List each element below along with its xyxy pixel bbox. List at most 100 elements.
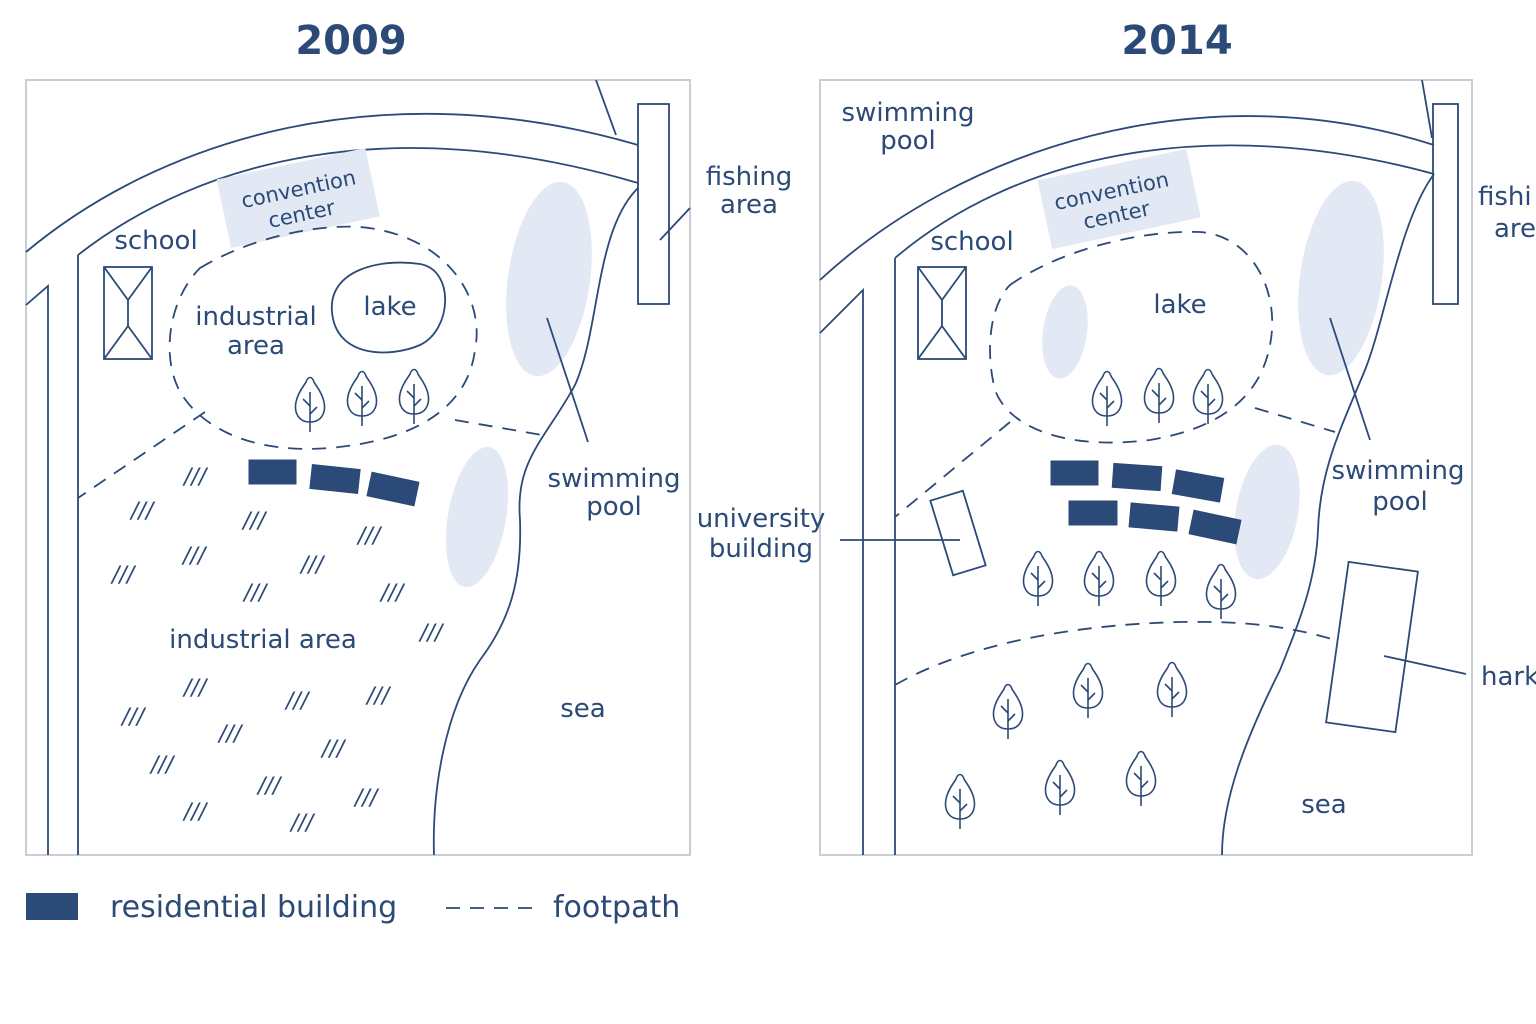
convention-center	[1037, 148, 1201, 250]
residential-building	[1171, 469, 1225, 503]
swimming-pool-lake-area	[1042, 285, 1088, 379]
tree-icon	[1143, 367, 1175, 424]
svg-text:///: ///	[129, 499, 156, 524]
harbour	[1325, 560, 1419, 734]
swimming-pool-south	[445, 446, 509, 588]
svg-text:///: ///	[181, 544, 208, 569]
school-label: school	[114, 226, 197, 256]
tree-icon	[398, 368, 430, 425]
footpath-west	[894, 421, 1011, 518]
svg-text:///: ///	[356, 524, 383, 549]
residential-building	[1111, 462, 1163, 492]
tree-icon	[1083, 550, 1115, 607]
legend-residential-swatch	[26, 893, 78, 920]
fishing-area-pier	[637, 103, 670, 305]
school-building	[103, 266, 153, 360]
industrial-area-label: industrial	[195, 302, 317, 332]
svg-text:///: ///	[289, 811, 316, 836]
residential-building	[366, 471, 420, 507]
svg-text:///: ///	[418, 621, 445, 646]
svg-text:///: ///	[242, 581, 269, 606]
map-2014-year: 2014	[1121, 18, 1232, 64]
residential-building	[248, 459, 297, 485]
residential-building	[1128, 502, 1180, 532]
fishing-area-pier	[1432, 103, 1459, 305]
road-network	[819, 79, 1435, 855]
svg-text:///: ///	[182, 800, 209, 825]
svg-text:///: ///	[217, 722, 244, 747]
swimming-pool-north	[506, 181, 592, 377]
svg-text:///: ///	[284, 689, 311, 714]
tree-icon	[1022, 550, 1054, 607]
harbour-label: hark	[1481, 662, 1536, 692]
tree-icon	[1156, 661, 1188, 718]
swimming-pool-label-2: pool	[586, 492, 642, 522]
legend: residential building footpath	[26, 890, 680, 925]
footpath-loop	[989, 230, 1274, 444]
svg-text:///: ///	[120, 705, 147, 730]
sea-label: sea	[560, 694, 605, 724]
svg-text:///: ///	[320, 737, 347, 762]
svg-text:///: ///	[299, 553, 326, 578]
tree-icon	[1145, 550, 1177, 607]
tree-icon	[1044, 759, 1076, 816]
convention-center	[216, 147, 380, 249]
tree-icon	[294, 376, 326, 433]
lake	[331, 261, 447, 354]
svg-text:///: ///	[365, 684, 392, 709]
map-2009-frame	[25, 79, 691, 856]
footpath-loop	[168, 225, 478, 450]
tree-icon	[1205, 563, 1237, 620]
svg-text:///: ///	[241, 509, 268, 534]
harbour-leader	[1383, 655, 1467, 675]
pool-leader	[546, 317, 589, 443]
svg-text:///: ///	[256, 774, 283, 799]
map-2014-frame	[819, 79, 1473, 856]
residential-building	[1050, 460, 1099, 486]
svg-text:///: ///	[182, 676, 209, 701]
pool-leader	[1329, 317, 1371, 441]
lake-label: lake	[363, 292, 416, 322]
coastline	[1221, 173, 1435, 856]
footpath-west	[77, 411, 206, 499]
tree-icon	[944, 773, 976, 830]
map-2009-year: 2009	[295, 18, 406, 64]
swimming-pool-label: swimming	[548, 464, 681, 494]
fishing-area-label-2: are	[1494, 214, 1536, 244]
university-building-label: university	[697, 504, 826, 534]
svg-text:///: ///	[149, 753, 176, 778]
swimming-pool-label: swimming	[1332, 456, 1465, 486]
swimming-pool-south	[1234, 444, 1300, 580]
tree-icon	[1072, 662, 1104, 719]
tree-icon	[992, 683, 1024, 740]
fishing-area-label-2: area	[720, 190, 778, 220]
swimming-pool-top-label: swimming	[842, 98, 975, 128]
map-2009: 2009 fishing area swimming pool conventi…	[25, 18, 793, 856]
swimming-pool-top-label-2: pool	[880, 126, 936, 156]
coastline	[432, 187, 639, 856]
fishing-leader	[659, 207, 691, 241]
school-label: school	[930, 227, 1013, 257]
footpath-south	[894, 620, 1336, 686]
map-2014: 2014 swimming pool fishi are swimming po…	[697, 18, 1536, 856]
residential-building	[1188, 509, 1242, 545]
fishing-area-label: fishing	[706, 162, 793, 192]
tree-icon	[1192, 368, 1224, 425]
legend-footpath-label: footpath	[553, 890, 680, 925]
lake-label: lake	[1153, 290, 1206, 320]
footpath-east	[1254, 407, 1336, 433]
residential-building	[1068, 500, 1118, 526]
swimming-pool-label-2: pool	[1372, 487, 1428, 517]
residential-building	[309, 464, 361, 494]
industrial-area-south-label: industrial area	[169, 625, 357, 655]
industrial-area-label-2: area	[227, 331, 285, 361]
swimming-pool-north	[1298, 180, 1384, 376]
university-building	[929, 489, 987, 577]
legend-residential-label: residential building	[110, 890, 397, 925]
svg-text:///: ///	[353, 786, 380, 811]
tree-icon	[1125, 750, 1157, 807]
university-building-label-2: building	[709, 534, 813, 564]
sea-label: sea	[1301, 790, 1346, 820]
industrial-hatching: /// /// /// /// /// /// /// /// /// /// …	[110, 465, 445, 836]
